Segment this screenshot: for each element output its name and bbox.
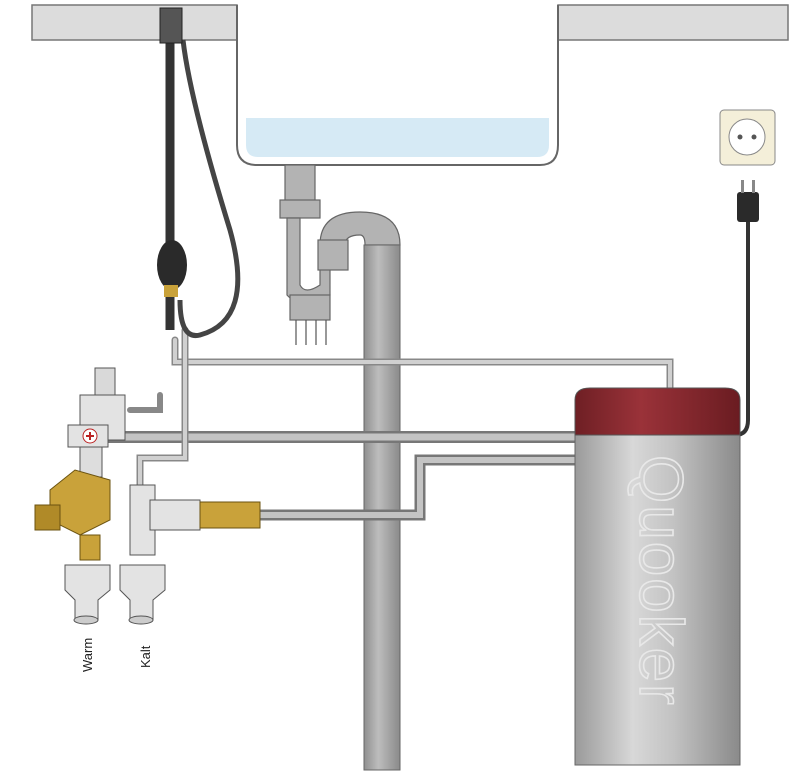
faucet-hose bbox=[157, 7, 241, 339]
wall-socket bbox=[719, 109, 776, 166]
water bbox=[246, 118, 549, 157]
drain-trap bbox=[279, 164, 401, 345]
drain-pipe bbox=[363, 244, 401, 771]
kalt-label: Kalt bbox=[138, 645, 153, 668]
angle-valve-cold bbox=[119, 564, 166, 625]
cold-inlet-assembly bbox=[129, 484, 261, 556]
angle-valve-warm bbox=[64, 564, 111, 625]
countertop bbox=[31, 4, 789, 41]
warm-label: Warm bbox=[80, 638, 95, 672]
mixing-valve-assembly bbox=[34, 367, 126, 561]
quooker-tank: Quooker bbox=[574, 387, 741, 766]
sink-bowl bbox=[236, 5, 559, 166]
tank-brand-logo: Quooker bbox=[626, 455, 695, 707]
supply-pipes bbox=[94, 326, 674, 521]
